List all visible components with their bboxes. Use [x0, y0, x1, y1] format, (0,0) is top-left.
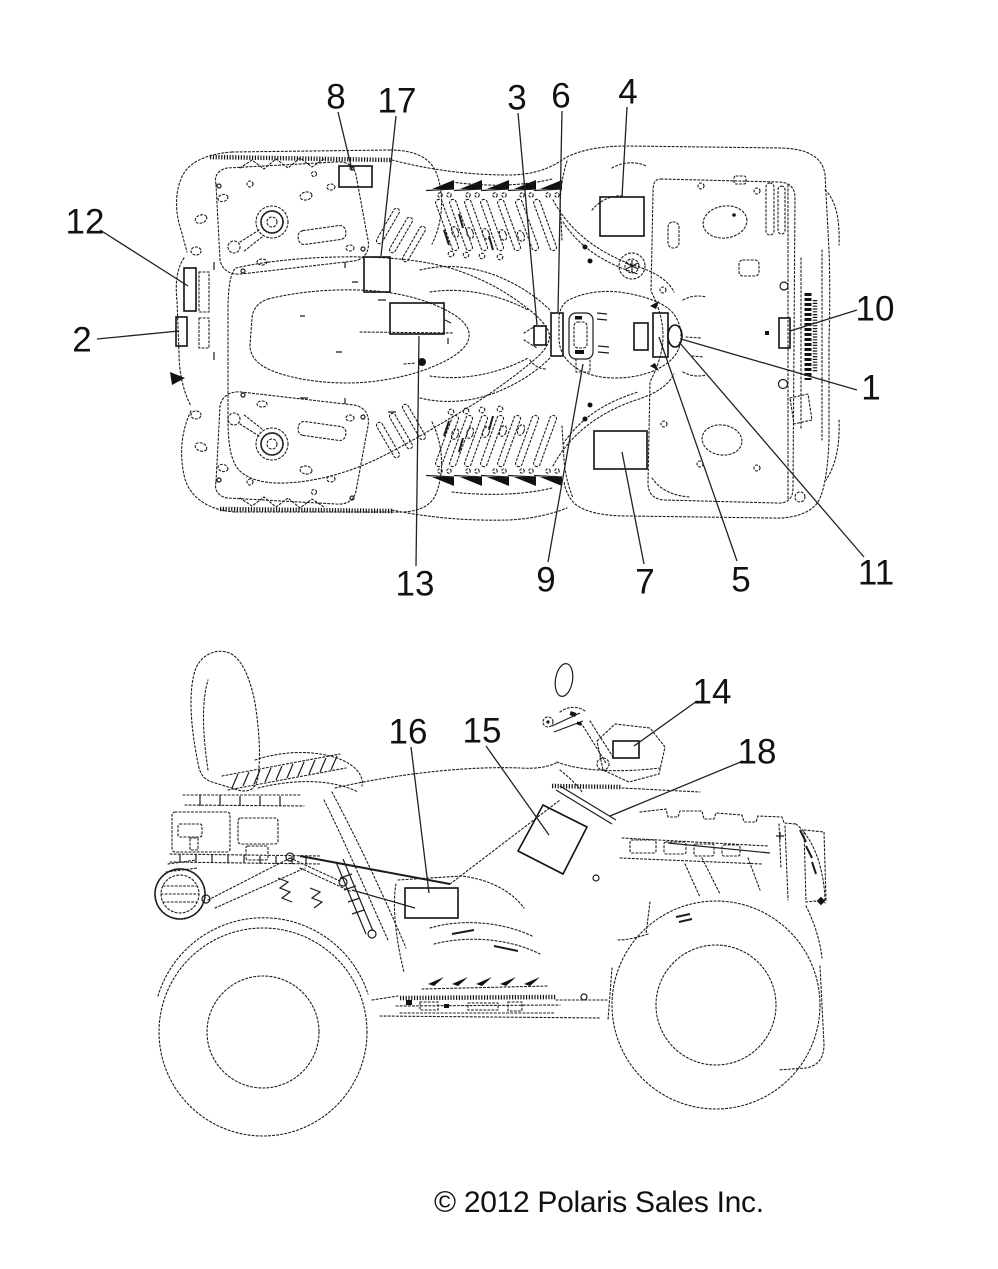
callout-number-6: 6	[551, 77, 570, 116]
callout-number-9: 9	[536, 561, 555, 600]
callout-leader-9	[547, 363, 584, 563]
callout-leader-10	[789, 309, 858, 332]
decal-box-7	[593, 430, 648, 470]
decal-box-5	[633, 322, 649, 351]
callout-leader-5	[658, 336, 738, 562]
decal-box-8	[338, 165, 373, 188]
decal-box-14	[612, 740, 640, 759]
decal-box-4	[599, 196, 645, 237]
callout-number-1: 1	[861, 369, 880, 408]
callout-number-17: 17	[378, 82, 417, 121]
callout-number-2: 2	[72, 321, 91, 360]
copyright-text: © 2012 Polaris Sales Inc.	[434, 1186, 764, 1219]
decal-box-16	[404, 887, 459, 919]
callout-leader-3	[517, 112, 538, 326]
callout-leader-18	[609, 760, 744, 817]
callout-leader-7	[621, 451, 645, 565]
callout-number-11: 11	[858, 554, 894, 593]
callout-number-18: 18	[738, 733, 777, 772]
callout-leader-15	[485, 745, 550, 836]
decal-box-10	[778, 317, 791, 349]
callout-leader-13	[415, 335, 420, 567]
callout-number-10: 10	[856, 290, 895, 329]
side-view-decal-locations	[404, 740, 640, 919]
decal-box-6	[550, 312, 564, 357]
callout-number-15: 15	[463, 712, 502, 751]
callout-leader-12	[99, 229, 189, 287]
callout-leader-4	[621, 106, 628, 198]
callout-leader-17	[380, 115, 397, 257]
callout-number-4: 4	[618, 73, 637, 112]
callout-leader-2	[96, 330, 180, 340]
decal-box-1	[652, 312, 669, 358]
top-view-line-art	[170, 145, 840, 521]
callout-leader-6	[557, 110, 563, 313]
callout-number-16: 16	[389, 713, 428, 752]
callout-number-5: 5	[731, 561, 750, 600]
callout-leader-1	[680, 338, 858, 391]
decal-box-17	[363, 256, 391, 293]
callout-number-14: 14	[693, 673, 732, 712]
side-view-line-art	[154, 650, 827, 1137]
callout-leader-11	[678, 341, 865, 558]
decal-box-12	[183, 267, 197, 312]
callout-leader-16	[410, 746, 430, 894]
callout-leader-14	[633, 700, 698, 747]
callout-number-12: 12	[66, 203, 105, 242]
callout-number-8: 8	[326, 78, 345, 117]
callout-leader-8	[337, 111, 353, 171]
callout-number-13: 13	[396, 565, 435, 604]
callout-number-7: 7	[635, 563, 654, 602]
decal-panel-target	[516, 803, 589, 876]
callout-number-3: 3	[507, 79, 526, 118]
decal-box-13	[389, 302, 445, 335]
decal-box-3	[533, 325, 547, 346]
decal-oval-target	[667, 324, 683, 348]
